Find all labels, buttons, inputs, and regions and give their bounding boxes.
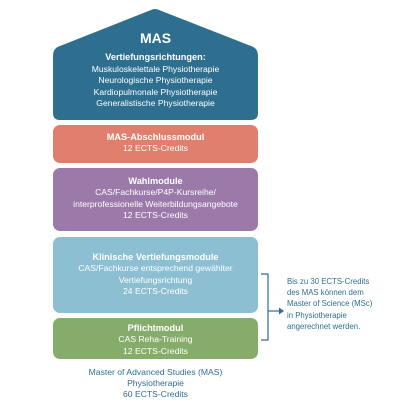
side-note-line: des MAS können dem (287, 288, 364, 298)
wahl-title: Wahlmodule (128, 176, 183, 186)
footer-text: Master of Advanced Studies (MAS) Physiot… (53, 367, 258, 401)
roof-title: MAS (139, 30, 172, 46)
pflicht-module-block: Pflichtmodul CAS Reha-Training 12 ECTS-C… (53, 318, 258, 359)
side-note: Bis zu 30 ECTS-Credits des MAS können de… (287, 276, 397, 332)
pflicht-credits: 12 ECTS-Credits (123, 345, 188, 356)
side-note-line: in Physiotherapie (287, 310, 347, 320)
klinisch-title: Klinische Vertiefungsmodule (92, 252, 219, 262)
footer-line: Master of Advanced Studies (MAS) (88, 367, 223, 377)
wahl-module-block: Wahlmodule CAS/Fachkurse/P4P-Kursreihe/ … (53, 168, 258, 231)
side-note-line: angerechnet werden. (287, 321, 361, 331)
abschluss-credits: 12 ECTS-Credits (123, 143, 188, 154)
roof-subtitle: Vertiefungsrichtungen: (105, 52, 206, 62)
side-note-line: Master of Science (MSc) (287, 299, 373, 309)
pflicht-title: Pflichtmodul (127, 323, 184, 333)
klinisch-credits: 24 ECTS-Credits (123, 286, 188, 297)
klinisch-line: CAS/Fachkurse entsprechend gewählter (78, 263, 233, 274)
roof-text: MAS Vertiefungsrichtungen: Muskuloskelet… (53, 30, 258, 110)
roof-line: Muskuloskelettale Physiotherapie (91, 63, 220, 74)
roof-line: Generalistische Physiotherapie (96, 98, 215, 109)
abschluss-title: MAS-Abschlussmodul (106, 132, 205, 142)
side-note-line: Bis zu 30 ECTS-Credits (287, 277, 370, 286)
roof-line: Kardiopulmonale Physiotherapie (93, 86, 218, 97)
wahl-line: CAS/Fachkurse/P4P-Kursreihe/ (95, 187, 216, 198)
abschluss-module-block: MAS-Abschlussmodul 12 ECTS-Credits (53, 125, 258, 163)
footer-line: Physiotherapie (127, 378, 184, 389)
klinisch-module-block: Klinische Vertiefungsmodule CAS/Fachkurs… (53, 237, 258, 313)
wahl-credits: 12 ECTS-Credits (123, 210, 188, 221)
pflicht-line: CAS Reha-Training (118, 334, 193, 345)
footer-line: 60 ECTS-Credits (123, 389, 188, 400)
roof-line: Neurologische Physiotherapie (98, 75, 213, 86)
klinisch-line: Vertiefungsrichtung (118, 274, 193, 285)
wahl-line: interprofessionelle Weiterbildungsangebo… (73, 198, 238, 209)
